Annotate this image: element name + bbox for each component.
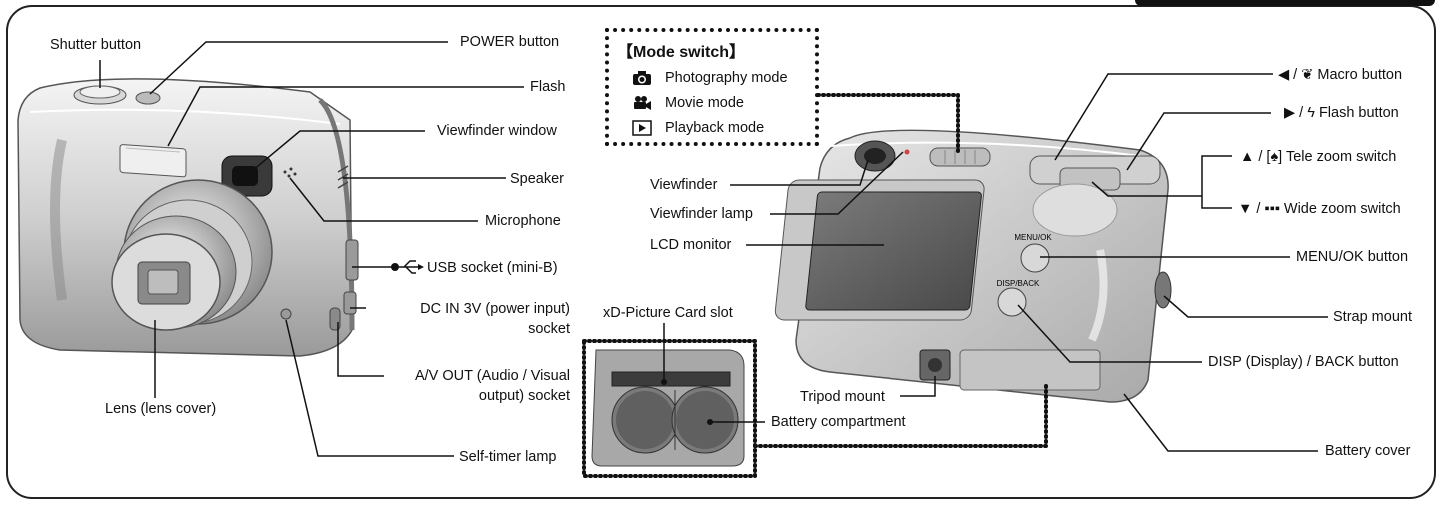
label-dc-in-line1: DC IN 3V (power input) xyxy=(420,301,570,317)
label-tele-zoom: ▲ / [♠] Tele zoom switch xyxy=(1240,149,1397,165)
battery-inset xyxy=(582,339,757,478)
label-viewfinder-lamp: Viewfinder lamp xyxy=(650,206,753,222)
label-lcd-monitor: LCD monitor xyxy=(650,237,732,253)
tripod-socket xyxy=(919,349,951,381)
battery-door xyxy=(959,349,1101,391)
label-microphone: Microphone xyxy=(485,213,561,229)
label-av-out-line2: output) socket xyxy=(478,388,570,404)
viewfinder-lamp-dot xyxy=(904,149,910,155)
mode-switch-title: 【Mode switch】 xyxy=(617,44,746,61)
label-battery-cover: Battery cover xyxy=(1325,443,1411,459)
camera-back: MENU/OK DISP/BACK xyxy=(774,129,1172,403)
label-macro-button: ◀ / ❦ Macro button xyxy=(1278,67,1403,83)
back-viewfinder xyxy=(854,140,896,172)
usb-cover xyxy=(345,239,359,281)
camera-front xyxy=(17,78,359,357)
movie-camera-icon xyxy=(631,94,653,112)
mode-switch-legend: 【Mode switch】 Photography mode Movie mod… xyxy=(605,28,819,146)
microphone-holes xyxy=(283,167,297,178)
usb-icon xyxy=(391,260,424,274)
label-shutter-button: Shutter button xyxy=(50,37,142,53)
label-viewfinder: Viewfinder xyxy=(650,177,718,193)
label-battery-compartment: Battery compartment xyxy=(771,414,906,430)
back-leader-lines xyxy=(730,73,1328,452)
lcd-screen xyxy=(774,179,985,321)
inset-leader-lines xyxy=(663,323,765,423)
menu-ok-button-shape: MENU/OK xyxy=(1014,233,1052,273)
menu-ok-print: MENU/OK xyxy=(1014,233,1052,242)
four-way-controller xyxy=(1029,155,1161,237)
card-slot-dotted-link xyxy=(753,380,1048,448)
mode-item-label: Movie mode xyxy=(665,94,744,111)
mode-item-playback: Playback mode xyxy=(617,115,815,140)
self-timer-lamp xyxy=(280,308,292,320)
label-power-button: POWER button xyxy=(460,34,560,50)
label-usb-socket: USB socket (mini-B) xyxy=(427,260,558,276)
diagram-frame xyxy=(6,5,1436,499)
label-viewfinder-window: Viewfinder window xyxy=(437,123,557,139)
disp-back-print: DISP/BACK xyxy=(997,279,1040,288)
label-xd-card-slot: xD-Picture Card slot xyxy=(603,305,733,321)
mode-item-label: Playback mode xyxy=(665,119,765,136)
flash-window xyxy=(119,144,187,178)
label-dc-in: DC IN 3V (power input) socket xyxy=(370,301,570,338)
mode-switch-dotted-link xyxy=(816,93,960,154)
strap-lug xyxy=(1154,271,1172,309)
dc-in-cover xyxy=(343,291,357,315)
label-wide-zoom: ▼ / ▪▪▪ Wide zoom switch xyxy=(1238,201,1401,217)
label-strap-mount: Strap mount xyxy=(1333,309,1412,325)
header-tab xyxy=(1135,0,1435,6)
label-av-out: A/V OUT (Audio / Visual output) socket xyxy=(370,368,570,405)
label-disp-back-button: DISP (Display) / BACK button xyxy=(1208,354,1399,370)
mode-item-movie: Movie mode xyxy=(617,90,815,115)
label-av-out-line1: A/V OUT (Audio / Visual xyxy=(414,368,570,384)
camera-icon xyxy=(631,69,653,87)
front-leader-lines xyxy=(99,41,524,457)
label-flash: Flash xyxy=(530,79,566,95)
shutter-button xyxy=(73,85,127,105)
label-lens: Lens (lens cover) xyxy=(105,401,217,417)
label-speaker: Speaker xyxy=(510,171,565,187)
lens-barrel xyxy=(111,179,273,331)
speaker-slots xyxy=(337,165,349,189)
power-button xyxy=(135,91,161,105)
label-flash-button: ▶ / ϟ Flash button xyxy=(1284,105,1399,121)
disp-back-button-shape: DISP/BACK xyxy=(997,279,1040,317)
label-tripod-mount: Tripod mount xyxy=(800,389,885,405)
label-dc-in-line2: socket xyxy=(528,321,570,337)
label-menu-ok-button: MENU/OK button xyxy=(1296,249,1409,265)
mode-dial xyxy=(929,147,991,167)
mode-item-label: Photography mode xyxy=(665,69,788,86)
mode-item-photography: Photography mode xyxy=(617,65,815,90)
label-self-timer-lamp: Self-timer lamp xyxy=(459,449,557,465)
playback-icon xyxy=(631,119,653,137)
